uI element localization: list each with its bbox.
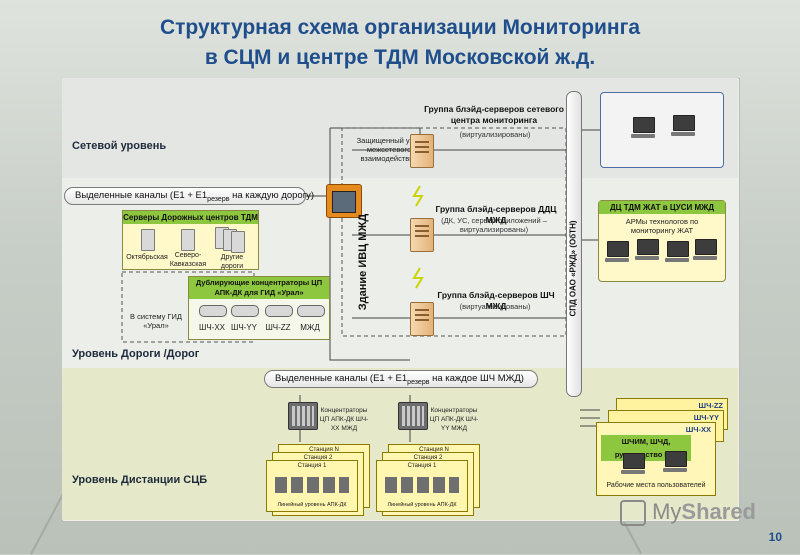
- shch-tab-zz-label: ШЧ-ZZ: [698, 401, 723, 410]
- gid-concentrators-header: Дублирующие концентраторы ЦП АПК-ДК для …: [189, 277, 329, 299]
- workstation-icon: [693, 239, 719, 261]
- channels-shch-tail: на каждое ШЧ МЖД): [429, 373, 524, 384]
- road-servers-box: Серверы Дорожных центров ТДМ Октябрьская…: [122, 210, 259, 270]
- distance-conc-left: Концентраторы ЦП АПК-ДК ШЧ-XX МЖД: [319, 407, 369, 432]
- channels-shch-sub: резерв: [407, 378, 430, 386]
- station-stack-right-1: Станция 1 Линейный уровень АПК-ДК: [376, 460, 468, 512]
- station-2-left: Станция 2: [303, 455, 333, 461]
- concentrator-icon: [398, 402, 428, 430]
- blade-server-icon: [410, 302, 434, 336]
- distance-conc-right: Концентраторы ЦП АПК-ДК ШЧ-YY МЖД: [429, 407, 479, 432]
- road-server-label-3: Другие дороги: [220, 254, 244, 270]
- ds-caption: АРМы технологов по мониторингу ЖАТ: [625, 217, 699, 235]
- building-label-wrap: Здание ИВЦ МЖД: [348, 210, 378, 320]
- firewall-icon: [326, 184, 362, 218]
- channels-shch-pill: Выделенные каналы (Е1 + Е1резерв на кажд…: [264, 370, 538, 388]
- hub-icon: [297, 305, 325, 317]
- shch-tab-xx-label: ШЧ-XX: [685, 425, 711, 434]
- blade-server-icon: [410, 218, 434, 252]
- hub-icon: [199, 305, 227, 317]
- station-1-left: Станция 1: [297, 463, 327, 469]
- level-distance-label: Уровень Дистанции СЦБ: [72, 474, 208, 486]
- firewall-screen: [332, 191, 356, 213]
- shch-caption: Рабочие места пользователей: [606, 482, 706, 489]
- gid-note: В систему ГИД «Урал»: [130, 312, 182, 330]
- group-3-title: Группа блэйд-серверов ШЧ МЖД: [437, 290, 555, 311]
- hub-icon: [231, 305, 259, 317]
- group-1-title: Группа блэйд-серверов сетевого центра мо…: [424, 104, 564, 125]
- level-network-label: Сетевой уровень: [72, 140, 167, 152]
- building-label: Здание ИВЦ МЖД: [357, 213, 369, 311]
- workstation-icon: [635, 239, 661, 261]
- server-tower-icon: [141, 229, 155, 251]
- workstation-icon: [663, 451, 689, 473]
- channels-road-sub: резерв: [207, 195, 230, 203]
- conc-label-1: ШЧ-XX: [199, 323, 225, 332]
- station-n-left: Станция N: [309, 447, 339, 453]
- conc-label-3: ШЧ-ZZ: [265, 323, 291, 332]
- workstation-icon: [631, 117, 657, 139]
- road-servers-header: Серверы Дорожных центров ТДМ: [123, 211, 258, 224]
- slide-title-line2: в СЦМ и центре ТДМ Московской ж.д.: [204, 46, 596, 69]
- shch-box: ШЧ-XX ШЧИМ, ШЧД, руководство ШЧ Рабочие …: [596, 422, 716, 496]
- ds-header: ДЦ ТДМ ЖАТ в ЦУСИ МЖД: [599, 201, 725, 214]
- group-1-sub: (виртуализированы): [459, 130, 531, 139]
- group-2-sub: (ДК, УС, сервер приложений – виртуализир…: [441, 216, 547, 234]
- station-equipment-icon: [385, 477, 459, 493]
- group-3-sub: (виртуализированы): [459, 302, 531, 311]
- bus-label-wrap: СПД ОАО «РЖД» (ОбТН): [565, 220, 581, 316]
- blade-server-icon: [410, 134, 434, 168]
- level-road-label: Уровень Дороги /Дорог: [72, 348, 200, 360]
- myshared-logo-icon: [620, 500, 647, 526]
- conc-label-2: ШЧ-YY: [231, 323, 257, 332]
- workstation-icon: [671, 115, 697, 137]
- data-network-bus: [566, 91, 582, 397]
- gid-concentrators-box: Дублирующие концентраторы ЦП АПК-ДК для …: [188, 276, 330, 340]
- bus-label: СПД ОАО «РЖД» (ОбТН): [568, 220, 578, 317]
- server-tower-icon: [231, 231, 245, 253]
- station-stack-left-1: Станция 1 Линейный уровень АПК-ДК: [266, 460, 358, 512]
- logo-my: My: [652, 498, 682, 524]
- ds-box: ДЦ ТДМ ЖАТ в ЦУСИ МЖД АРМы технологов по…: [598, 200, 726, 282]
- concentrator-icon: [288, 402, 318, 430]
- road-server-label-1: Октябрьская: [126, 254, 168, 261]
- workstation-icon: [665, 241, 691, 263]
- cs-box: [600, 92, 724, 168]
- workstation-icon: [621, 453, 647, 475]
- line-level-left: Линейный уровень АПК-ДК: [277, 502, 347, 508]
- myshared-logo: MyShared: [620, 499, 756, 526]
- group-2-title: Группа блэйд-серверов ДДЦ МЖД: [435, 204, 557, 225]
- line-level-right: Линейный уровень АПК-ДК: [387, 502, 457, 508]
- channels-road-tail: на каждую дорогу): [229, 190, 315, 201]
- road-server-label-2: Северо-Кавказская: [169, 252, 207, 268]
- page-number: 10: [768, 530, 782, 544]
- channels-shch-text: Выделенные каналы (Е1 + Е1: [275, 373, 408, 384]
- hub-icon: [265, 305, 293, 317]
- logo-shared: Shared: [681, 498, 756, 524]
- server-tower-icon: [181, 229, 195, 251]
- conc-label-4: МЖД: [300, 323, 320, 332]
- slide-title-line1: Структурная схема организации Мониторинг…: [159, 16, 641, 39]
- channels-road-pill: Выделенные каналы (Е1 + Е1резерв на кажд…: [64, 187, 314, 205]
- secure-node-label: Защищенный узел межсетевого взаимодейств…: [356, 136, 422, 163]
- station-2-right: Станция 2: [413, 455, 443, 461]
- station-n-right: Станция N: [419, 447, 449, 453]
- channels-road-text: Выделенные каналы (Е1 + Е1: [75, 190, 208, 201]
- workstation-icon: [605, 241, 631, 263]
- station-1-right: Станция 1: [407, 463, 437, 469]
- shch-tab-yy-label: ШЧ-YY: [693, 413, 719, 422]
- station-equipment-icon: [275, 477, 349, 493]
